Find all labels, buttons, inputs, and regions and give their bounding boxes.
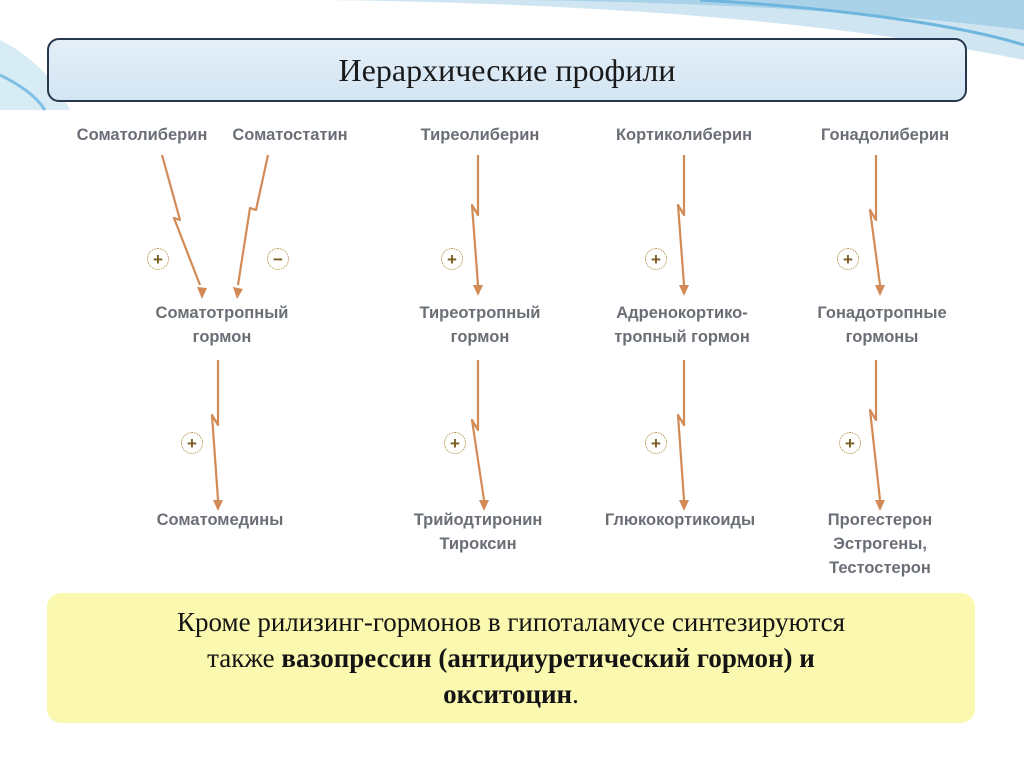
arrowhead-gh: [213, 500, 223, 511]
label-line: Тироксин: [439, 535, 517, 553]
plus-sign-acth: +: [645, 432, 667, 454]
arrow-tireoliberin-to-tsh: [470, 155, 480, 286]
arrow-tsh-to-thyroid: [470, 360, 486, 501]
page-title: Иерархические профили: [338, 51, 676, 88]
label-line: Эстрогены,: [833, 535, 927, 553]
arrowhead-tireoliberin: [473, 285, 483, 296]
label-line: Трийодтиронин: [413, 511, 543, 529]
label-line: Гонадотропные: [817, 304, 947, 322]
plus-sign-gh: +: [181, 432, 203, 454]
label-line: Соматомедины: [156, 511, 284, 529]
arrow-kortikoliberin-to-acth: [676, 155, 686, 286]
label-line: Соматотропный: [155, 304, 289, 322]
title-box: Иерархические профили: [47, 38, 967, 102]
label-glucocorticoids: Глюкокортикоиды: [605, 508, 755, 532]
note-line-1: Кроме рилизинг-гормонов в гипоталамусе с…: [177, 607, 845, 637]
arrow-acth-to-glucocorticoids: [676, 360, 686, 501]
arrow-somatoliberin-to-gh: [160, 154, 202, 286]
label-somatostatin: Соматостатин: [232, 126, 348, 144]
note-box: Кроме рилизинг-гормонов в гипоталамусе с…: [47, 593, 975, 723]
plus-sign-tireoliberin: +: [441, 248, 463, 270]
label-somatomedins: Соматомедины: [157, 508, 284, 532]
label-kortikoliberin: Кортиколиберин: [615, 126, 753, 144]
note-line-3-suffix: .: [572, 679, 579, 709]
arrowhead-gonadoliberin: [875, 285, 885, 296]
label-gonadotropic-hormones: Гонадотропные гормоны: [817, 301, 946, 349]
label-line: Глюкокортикоиды: [604, 511, 756, 529]
arrowhead-kortikoliberin: [679, 285, 689, 296]
arrowhead-somatoliberin: [197, 287, 207, 299]
note-line-2: также вазопрессин (антидиуретический гор…: [207, 640, 815, 676]
label-line: гормон: [450, 328, 510, 346]
hormone-hierarchy-diagram: Соматолиберин Соматостатин Тиреолиберин …: [70, 115, 960, 585]
label-line: тропный гормон: [614, 328, 750, 346]
arrow-gonadotropins-to-sex-hormones: [868, 360, 882, 501]
note-line-3-bold: окситоцин: [443, 679, 573, 709]
arrowhead-gonadotropins: [875, 500, 885, 511]
label-line: гормон: [192, 328, 252, 346]
minus-sign-somatostatin: −: [267, 248, 289, 270]
note-line-2-bold: вазопрессин (антидиуретический гормон) и: [281, 643, 815, 673]
label-tireoliberin: Тиреолиберин: [420, 126, 540, 144]
plus-sign-gonadoliberin: +: [837, 248, 859, 270]
arrow-gonadoliberin-to-gonadotropins: [868, 155, 882, 286]
arrows-layer: [160, 154, 885, 511]
label-sex-hormones: Прогестерон Эстрогены, Тестостерон: [828, 508, 932, 580]
arrow-somatostatin-to-gh: [236, 154, 270, 286]
note-line-3: окситоцин.: [443, 676, 579, 712]
label-thyroid-hormones: Трийодтиронин Тироксин: [414, 508, 543, 556]
arrowhead-somatostatin: [233, 287, 243, 299]
label-somatotropic-hormone: Соматотропный гормон: [156, 301, 289, 349]
plus-sign-tsh: +: [444, 432, 466, 454]
label-line: Тиреотропный: [419, 304, 541, 322]
arrowhead-acth: [679, 500, 689, 511]
plus-sign-gonadotropins: +: [839, 432, 861, 454]
label-somatoliberin: Соматолиберин: [76, 126, 208, 144]
arrow-gh-to-somatomedins: [210, 360, 220, 501]
label-line: Адренокортико-: [616, 304, 748, 322]
note-line-2-prefix: также: [207, 643, 282, 673]
label-line: Тестостерон: [829, 559, 931, 577]
arrowhead-tsh: [479, 500, 489, 511]
plus-sign-kortikoliberin: +: [645, 248, 667, 270]
plus-sign-somatoliberin: +: [147, 248, 169, 270]
label-acth: Адренокортико- тропный гормон: [614, 301, 750, 349]
label-tireotropic-hormone: Тиреотропный гормон: [420, 301, 541, 349]
label-gonadoliberin: Гонадолиберин: [820, 126, 950, 144]
label-line: гормоны: [845, 328, 919, 346]
label-line: Прогестерон: [827, 511, 933, 529]
